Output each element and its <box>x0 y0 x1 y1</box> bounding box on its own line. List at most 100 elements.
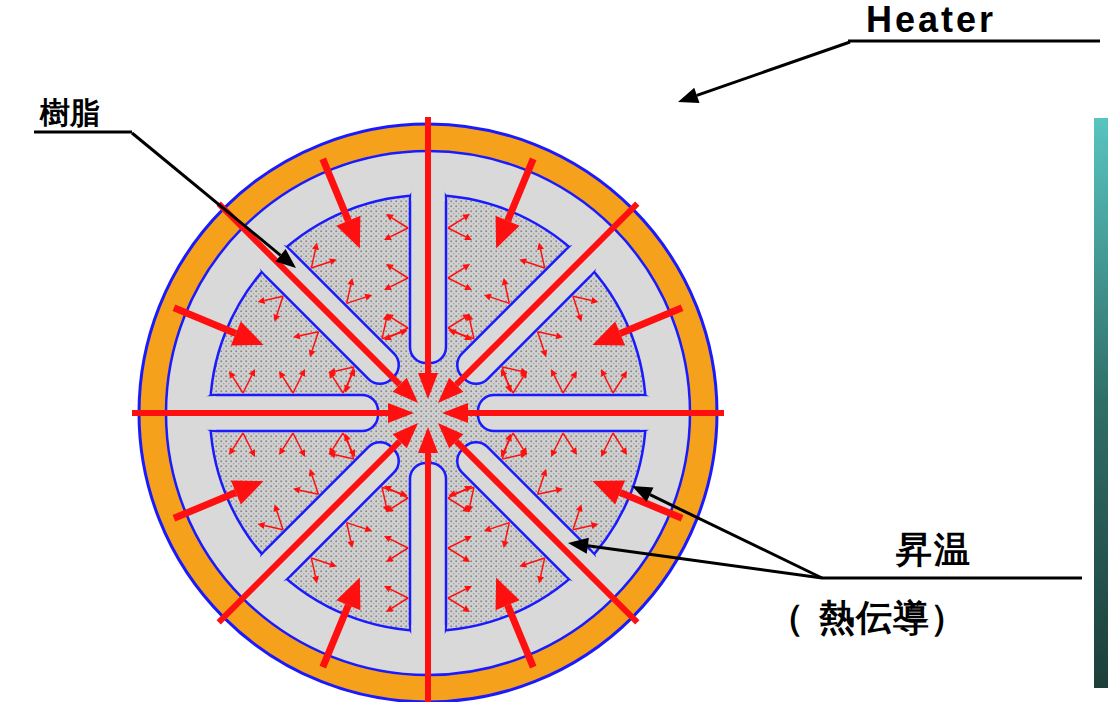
arrow-shaft <box>448 218 464 228</box>
arrow-head <box>384 234 392 240</box>
arrow-head <box>249 449 255 457</box>
arrow-head <box>462 605 470 612</box>
arrow-head <box>305 469 315 479</box>
arrow-shaft <box>425 453 431 702</box>
arrow-head <box>311 243 321 253</box>
arrow-shaft <box>293 433 302 451</box>
arrow-head <box>576 504 586 514</box>
arrow-head <box>229 371 236 379</box>
arrow-head <box>275 249 296 268</box>
arrow-head <box>551 369 557 377</box>
arrow-head <box>484 526 494 536</box>
arrow-head <box>601 449 607 457</box>
arrow-head <box>499 278 509 288</box>
arrow-shaft <box>463 320 482 339</box>
arrow-head <box>499 538 509 548</box>
arrow-shaft <box>333 377 343 393</box>
arrow-head <box>249 369 255 377</box>
arrow-shaft <box>333 433 343 449</box>
arrow-head <box>336 216 360 249</box>
note-label: （ 熱伝導） <box>768 598 967 638</box>
arrow-head <box>534 573 544 583</box>
arrow-shaft <box>508 605 534 667</box>
arrow-shaft <box>448 489 466 498</box>
arrow-head <box>362 526 372 536</box>
arrow-head <box>620 371 627 379</box>
arrow-shaft <box>554 375 563 393</box>
arrow-head <box>496 577 520 610</box>
arrow-head <box>505 434 515 444</box>
arrow-head <box>347 538 357 548</box>
arrow-head <box>438 423 463 448</box>
arrow-shaft <box>613 433 623 449</box>
arrow-head <box>570 371 577 379</box>
arrow-shaft <box>448 278 466 287</box>
arrow-shaft <box>343 433 352 451</box>
arrow-head <box>464 586 472 592</box>
arrow-head <box>362 290 372 300</box>
arrow-shaft <box>448 498 464 508</box>
arrow-shaft <box>533 249 552 268</box>
arrow-head <box>386 214 394 221</box>
arrow-head <box>418 427 438 453</box>
arrow-shaft <box>513 377 523 393</box>
arrow-shaft <box>304 249 323 268</box>
arrow-head <box>484 290 494 300</box>
arrow-shaft <box>300 483 319 502</box>
arrow-head <box>592 321 625 345</box>
arrow-head <box>464 234 472 240</box>
arrow-head <box>384 536 392 542</box>
arrow-shaft <box>392 268 408 278</box>
arrow-shaft <box>323 159 349 221</box>
arrow-head <box>229 447 236 455</box>
arrow-head <box>462 214 470 221</box>
arrow-head <box>293 484 303 494</box>
arrow-shaft <box>498 523 517 542</box>
arrow-shaft <box>219 441 400 622</box>
arrow-shaft <box>132 410 388 416</box>
arrow-shaft <box>425 117 431 373</box>
arrow-head <box>462 264 470 271</box>
arrow-shaft <box>390 589 408 598</box>
arrow-head <box>462 555 470 562</box>
arrow-shaft <box>538 324 557 343</box>
arrow-head <box>620 447 627 455</box>
arrow-head <box>576 312 586 322</box>
arrow-shaft <box>392 498 408 508</box>
arrow-shaft <box>613 377 623 393</box>
arrow-head <box>588 519 598 529</box>
arrow-head <box>279 371 286 379</box>
arrow-head <box>517 449 527 459</box>
arrow-head <box>388 403 414 423</box>
arrow-shaft <box>448 268 464 278</box>
arrow-head <box>568 538 589 554</box>
arrow-head <box>386 605 394 612</box>
arrow-head <box>464 284 472 290</box>
arrow-shaft <box>392 598 408 608</box>
arrow-shaft <box>339 523 358 542</box>
arrow-shaft <box>448 589 466 598</box>
arrow-shaft <box>304 558 323 577</box>
photo-edge <box>1094 118 1108 688</box>
arrow-head <box>311 573 321 583</box>
leader-lines <box>34 41 1100 578</box>
arrow-head <box>517 367 527 377</box>
arrow-head <box>258 296 268 306</box>
arrow-head <box>393 423 418 448</box>
arrow-shaft <box>697 42 850 95</box>
arrow-shaft <box>339 285 358 304</box>
arrow-head <box>541 469 551 479</box>
arrow-head <box>393 378 418 403</box>
arrow-shaft <box>233 433 243 449</box>
arrow-head <box>632 486 653 502</box>
arrow-shaft <box>448 598 464 608</box>
arrow-head <box>464 313 474 323</box>
arrow-shaft <box>533 558 552 577</box>
arrow-shaft <box>243 433 252 451</box>
arrow-head <box>464 486 472 492</box>
arrow-head <box>327 255 337 265</box>
arrow-head <box>570 447 577 455</box>
arrow-head <box>349 449 355 457</box>
arrow-head <box>270 504 280 514</box>
